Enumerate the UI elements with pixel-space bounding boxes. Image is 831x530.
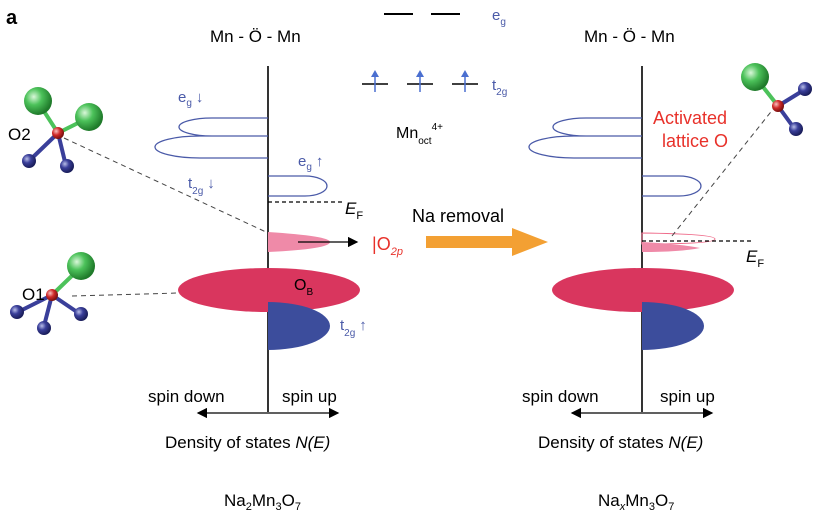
mid-eg-label: eg <box>492 7 506 28</box>
t2g-spin-arrows <box>371 70 469 92</box>
right-compound-formula: NaxMn3O7 <box>598 491 674 513</box>
right-dos-axis-label: Density of states N(E) <box>538 433 703 452</box>
left-t2g-down-label: t2g↓ <box>188 175 215 197</box>
o1-site-label: O1 <box>22 285 45 304</box>
left-eg-up-label: eg↑ <box>298 153 323 173</box>
left-ob-lobe-down <box>178 268 268 312</box>
right-eg-down-lobes <box>528 117 642 159</box>
right-ob-lobe-up <box>642 268 734 312</box>
activated-label-line2: lattice O <box>662 131 728 151</box>
right-o2p-fill <box>642 242 700 252</box>
left-t2g-up-label: t2g↑ <box>340 317 367 339</box>
left-bond-label: Mn - Ö - Mn <box>210 27 301 46</box>
activated-label-line1: Activated <box>653 108 727 128</box>
o2-site-label: O2 <box>8 125 31 144</box>
right-t2g-up-lobe <box>642 302 704 350</box>
left-o2p-label: |O2p <box>372 234 403 258</box>
left-eg-down-label: eg↓ <box>178 89 203 109</box>
left-fermi-label: EF <box>345 199 363 222</box>
right-bond-label: Mn - Ö - Mn <box>584 27 675 46</box>
left-compound-formula: Na2Mn3O7 <box>224 491 301 513</box>
mn-oct-label: Mnoct4+ <box>396 122 443 147</box>
o2-atom-cluster: O2 <box>8 87 103 173</box>
left-ob-lobe-up <box>268 268 360 312</box>
right-activated-leader <box>671 107 775 237</box>
left-t2g-up-lobe <box>268 302 330 350</box>
left-o1-leader <box>71 292 179 297</box>
o1-atom-cluster: O1 <box>10 252 95 335</box>
right-ob-lobe-down <box>552 268 642 312</box>
left-ob-label: OB <box>294 277 313 298</box>
right-spin-down-label: spin down <box>522 387 599 406</box>
right-spin-up-label: spin up <box>660 387 715 406</box>
panel-label: a <box>6 7 18 29</box>
left-spin-down-label: spin down <box>148 387 225 406</box>
na-removal-arrow <box>426 228 548 256</box>
left-spin-up-label: spin up <box>282 387 337 406</box>
right-dos-diagram: Mn - Ö - Mn spin down spin up Density of… <box>522 27 775 513</box>
mn-oct-levels: eg t2g Mnoct4+ <box>362 7 507 147</box>
activated-o-atom-cluster <box>741 63 812 136</box>
right-o2p-lobe <box>641 232 716 245</box>
na-removal-arrow-group: Na removal <box>412 206 548 256</box>
right-eg-up-lobe <box>642 175 702 197</box>
na-removal-label: Na removal <box>412 206 504 226</box>
right-fermi-label: EF <box>746 247 764 270</box>
mid-t2g-label: t2g <box>492 77 507 98</box>
left-eg-down-lobes <box>154 117 268 159</box>
left-dos-axis-label: Density of states N(E) <box>165 433 330 452</box>
left-o2-leader <box>63 137 267 233</box>
left-dos-diagram: Mn - Ö - Mn spin down spin up Density of… <box>63 27 403 513</box>
left-eg-up-lobe <box>268 175 328 197</box>
